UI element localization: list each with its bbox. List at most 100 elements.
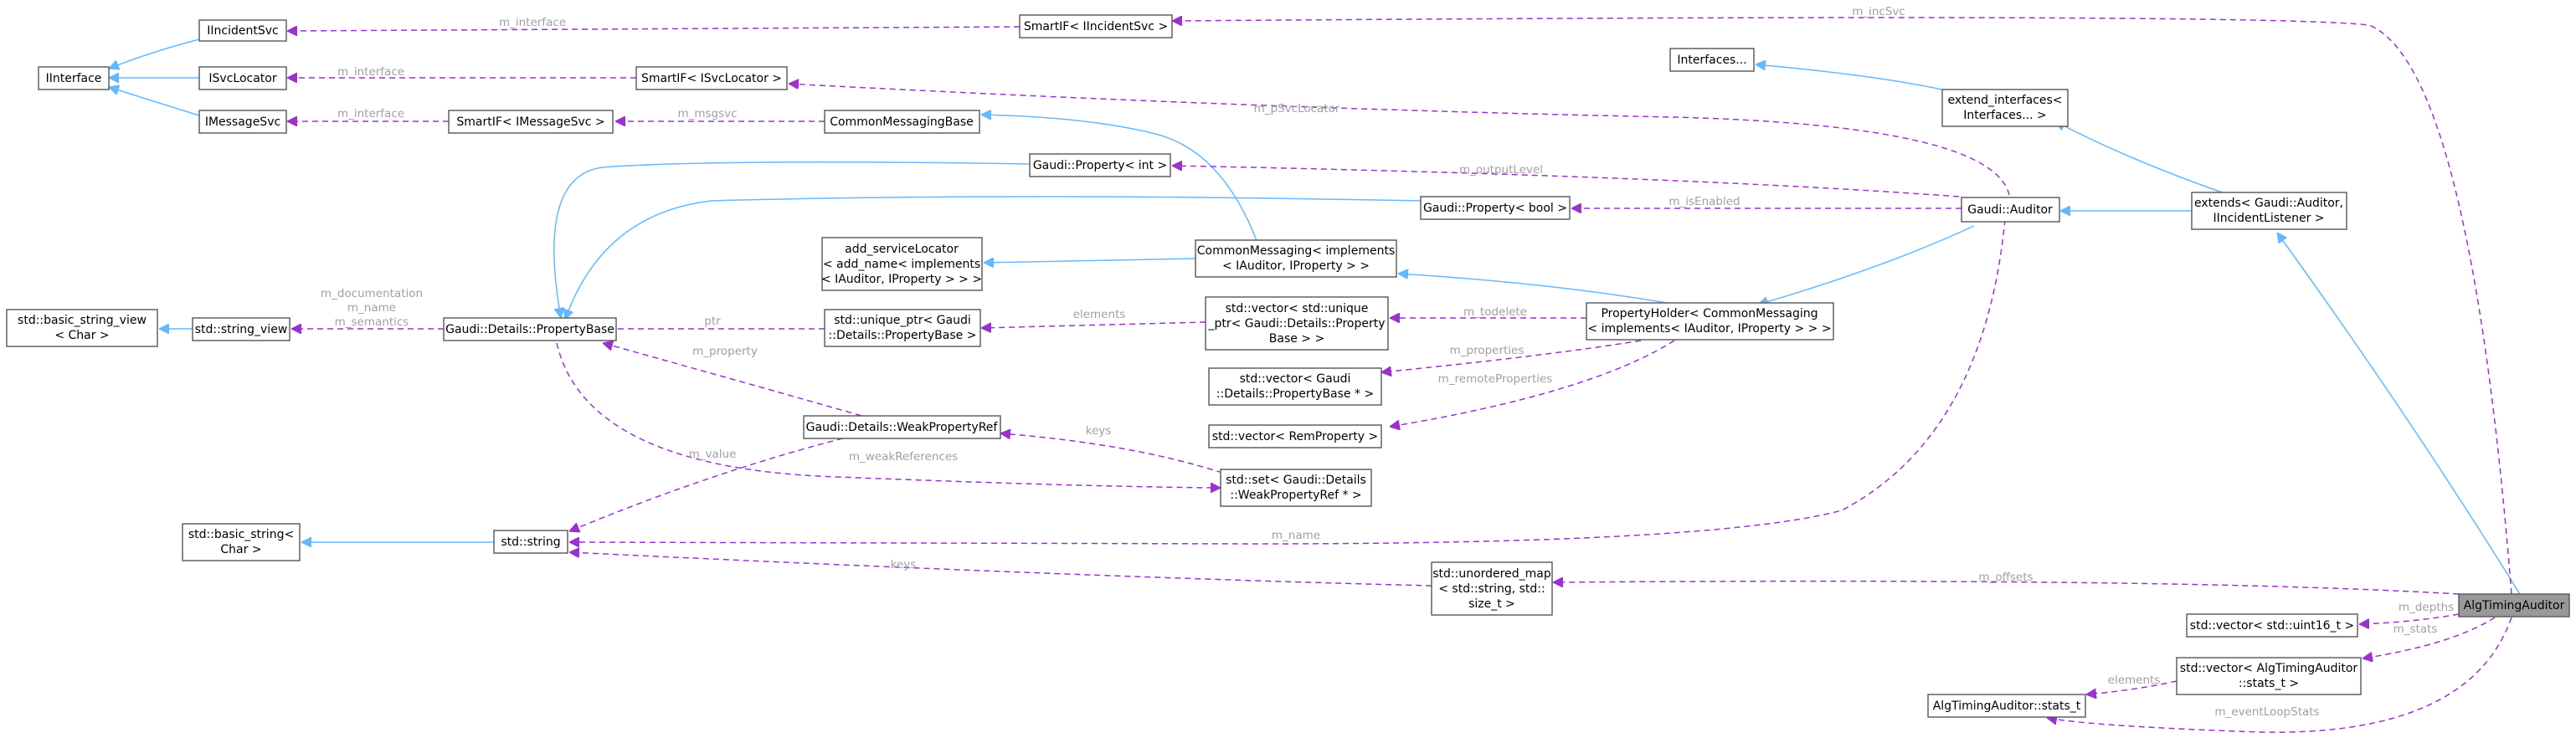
svg-text:CommonMessaging< implements: CommonMessaging< implements bbox=[1197, 244, 1395, 258]
node-vector-stats[interactable]: std::vector< AlgTimingAuditor ::stats_t … bbox=[2176, 657, 2362, 695]
node-propertybase[interactable]: Gaudi::Details::PropertyBase bbox=[443, 317, 617, 341]
label-m-isenabled: m_isEnabled bbox=[1668, 195, 1740, 208]
node-iincidentsvc[interactable]: IIncidentSvc bbox=[198, 19, 287, 42]
label-ptr: ptr bbox=[704, 315, 721, 328]
svg-text:SmartIF< ISvcLocator >: SmartIF< ISvcLocator > bbox=[641, 72, 782, 85]
svg-text:IMessageSvc: IMessageSvc bbox=[205, 115, 280, 129]
edge-extends-to-extendinterfaces bbox=[2055, 120, 2228, 195]
node-propertyholder[interactable]: PropertyHolder< CommonMessaging < implem… bbox=[1586, 302, 1834, 341]
edge-remoteproperties bbox=[1390, 340, 1675, 427]
node-string-view[interactable]: std::string_view bbox=[192, 317, 291, 341]
edge-depths bbox=[2359, 613, 2460, 624]
edge-property bbox=[603, 343, 872, 419]
label-m-interface-2: m_interface bbox=[337, 65, 404, 79]
label-keys-2: keys bbox=[891, 558, 917, 571]
svg-text:::WeakPropertyRef * >: ::WeakPropertyRef * > bbox=[1230, 489, 1361, 502]
label-m-msgsvc: m_msgsvc bbox=[677, 107, 737, 120]
edge-propertybool-to-propertybase bbox=[565, 196, 1422, 320]
svg-text:CommonMessagingBase: CommonMessagingBase bbox=[830, 115, 974, 129]
label-keys-1: keys bbox=[1086, 424, 1112, 438]
class-nodes: IIncidentSvc IInterface ISvcLocator IMes… bbox=[6, 14, 2570, 718]
node-stats-t[interactable]: AlgTimingAuditor::stats_t bbox=[1927, 694, 2086, 718]
node-smartif-iincidentsvc[interactable]: SmartIF< IIncidentSvc > bbox=[1019, 14, 1173, 38]
edge-algtimingauditor-to-extends bbox=[2277, 233, 2521, 595]
member-edges bbox=[287, 18, 2512, 733]
edge-elements-1 bbox=[981, 321, 1206, 328]
label-m-todelete: m_todelete bbox=[1463, 305, 1527, 319]
label-m-documentation: m_documentation bbox=[321, 287, 423, 300]
edge-keys-1 bbox=[1000, 433, 1223, 474]
svg-text:SmartIF< IMessageSvc >: SmartIF< IMessageSvc > bbox=[456, 115, 604, 129]
node-commonmessaging[interactable]: CommonMessaging< implements < IAuditor, … bbox=[1195, 239, 1397, 278]
label-elements-2: elements bbox=[2108, 674, 2161, 687]
edge-labels: m_incSvc m_interface m_interface m_inter… bbox=[321, 5, 2454, 719]
svg-text:std::vector< RemProperty >: std::vector< RemProperty > bbox=[1212, 430, 1378, 443]
label-m-remoteproperties: m_remoteProperties bbox=[1438, 372, 1553, 386]
node-set-weakpropertyref[interactable]: std::set< Gaudi::Details ::WeakPropertyR… bbox=[1220, 469, 1372, 507]
node-imessagesvc[interactable]: IMessageSvc bbox=[198, 110, 287, 134]
node-std-string[interactable]: std::string bbox=[493, 530, 568, 554]
label-m-psvclocator: m_pSvcLocator bbox=[1254, 102, 1340, 115]
label-m-depths: m_depths bbox=[2399, 601, 2454, 614]
edge-offsets bbox=[1553, 582, 2460, 595]
edge-extendinterfaces-to-interfaces bbox=[1756, 64, 1943, 90]
label-m-semantics: m_semantics bbox=[335, 315, 409, 329]
svg-text:< implements< IAuditor, IPrope: < implements< IAuditor, IProperty > > > bbox=[1587, 322, 1831, 336]
node-vector-propertybase-ptr[interactable]: std::vector< Gaudi ::Details::PropertyBa… bbox=[1208, 367, 1382, 406]
svg-text:Gaudi::Property< bool >: Gaudi::Property< bool > bbox=[1423, 202, 1567, 215]
edge-eventloopstats bbox=[2047, 617, 2512, 733]
edge-imessagesvc-to-iinterface bbox=[109, 87, 200, 116]
node-isvclocator[interactable]: ISvcLocator bbox=[198, 66, 287, 90]
svg-text:std::unique_ptr< Gaudi: std::unique_ptr< Gaudi bbox=[834, 314, 971, 327]
node-extends[interactable]: extends< Gaudi::Auditor, IIncidentListen… bbox=[2191, 192, 2347, 230]
node-vector-remproperty[interactable]: std::vector< RemProperty > bbox=[1208, 424, 1382, 448]
label-m-value: m_value bbox=[689, 448, 737, 461]
edge-interface-1 bbox=[287, 27, 1021, 31]
node-smartif-isvclocator[interactable]: SmartIF< ISvcLocator > bbox=[635, 66, 788, 90]
svg-text:std::vector< AlgTimingAuditor: std::vector< AlgTimingAuditor bbox=[2180, 662, 2358, 675]
node-extend-interfaces[interactable]: extend_interfaces< Interfaces... > bbox=[1941, 89, 2069, 127]
edge-keys-2 bbox=[569, 552, 1432, 587]
node-basic-string-view[interactable]: std::basic_string_view < Char > bbox=[6, 309, 158, 347]
label-m-eventloopstats: m_eventLoopStats bbox=[2214, 705, 2319, 719]
svg-text:std::unordered_map: std::unordered_map bbox=[1432, 567, 1551, 581]
node-algtimingauditor[interactable]: AlgTimingAuditor bbox=[2458, 593, 2570, 617]
node-unordered-map[interactable]: std::unordered_map < std::string, std:: … bbox=[1431, 561, 1553, 616]
svg-text:< Char >: < Char > bbox=[54, 329, 109, 342]
node-commonmessagingbase[interactable]: CommonMessagingBase bbox=[824, 110, 980, 134]
edge-psvclocator bbox=[789, 84, 2010, 196]
node-smartif-imessagesvc[interactable]: SmartIF< IMessageSvc > bbox=[448, 110, 614, 134]
svg-text:std::string: std::string bbox=[501, 535, 560, 549]
label-m-incsvc: m_incSvc bbox=[1852, 5, 1905, 18]
svg-text:std::set< Gaudi::Details: std::set< Gaudi::Details bbox=[1226, 474, 1366, 487]
label-m-interface-3: m_interface bbox=[337, 107, 404, 120]
svg-text:std::basic_string<: std::basic_string< bbox=[188, 528, 294, 541]
node-weakpropertyref[interactable]: Gaudi::Details::WeakPropertyRef bbox=[803, 415, 1001, 439]
svg-text:Interfaces...: Interfaces... bbox=[1677, 54, 1746, 67]
node-basic-string[interactable]: std::basic_string< Char > bbox=[182, 523, 301, 561]
node-unique-ptr[interactable]: std::unique_ptr< Gaudi ::Details::Proper… bbox=[824, 309, 981, 347]
edge-value bbox=[569, 433, 863, 531]
edge-name bbox=[569, 218, 2006, 544]
edge-outputlevel bbox=[1172, 166, 1960, 197]
edge-weakreferences bbox=[556, 342, 1221, 488]
node-property-bool[interactable]: Gaudi::Property< bool > bbox=[1420, 196, 1571, 220]
node-vector-uint16[interactable]: std::vector< std::uint16_t > bbox=[2186, 613, 2358, 638]
svg-text:Gaudi::Property< int >: Gaudi::Property< int > bbox=[1033, 159, 1167, 172]
svg-text:extend_interfaces<: extend_interfaces< bbox=[1948, 94, 2063, 107]
svg-text:Interfaces... >: Interfaces... > bbox=[1963, 109, 2047, 122]
svg-text:std::vector< Gaudi: std::vector< Gaudi bbox=[1240, 372, 1351, 386]
inheritance-edges bbox=[109, 38, 2521, 595]
node-vector-unique-ptr[interactable]: std::vector< std::unique _ptr< Gaudi::De… bbox=[1205, 296, 1389, 351]
node-interfaces[interactable]: Interfaces... bbox=[1669, 48, 1755, 72]
label-m-offsets: m_offsets bbox=[1978, 571, 2033, 584]
node-add-servicelocator[interactable]: add_serviceLocator < add_name< implement… bbox=[821, 237, 983, 291]
svg-text:AlgTimingAuditor::stats_t: AlgTimingAuditor::stats_t bbox=[1933, 699, 2081, 713]
node-iinterface[interactable]: IInterface bbox=[38, 66, 110, 90]
node-gaudi-auditor[interactable]: Gaudi::Auditor bbox=[1961, 197, 2060, 223]
svg-text:::Details::PropertyBase >: ::Details::PropertyBase > bbox=[829, 329, 977, 342]
svg-text:Char >: Char > bbox=[220, 543, 261, 556]
node-property-int[interactable]: Gaudi::Property< int > bbox=[1029, 153, 1171, 177]
svg-text:AlgTimingAuditor: AlgTimingAuditor bbox=[2464, 599, 2565, 612]
